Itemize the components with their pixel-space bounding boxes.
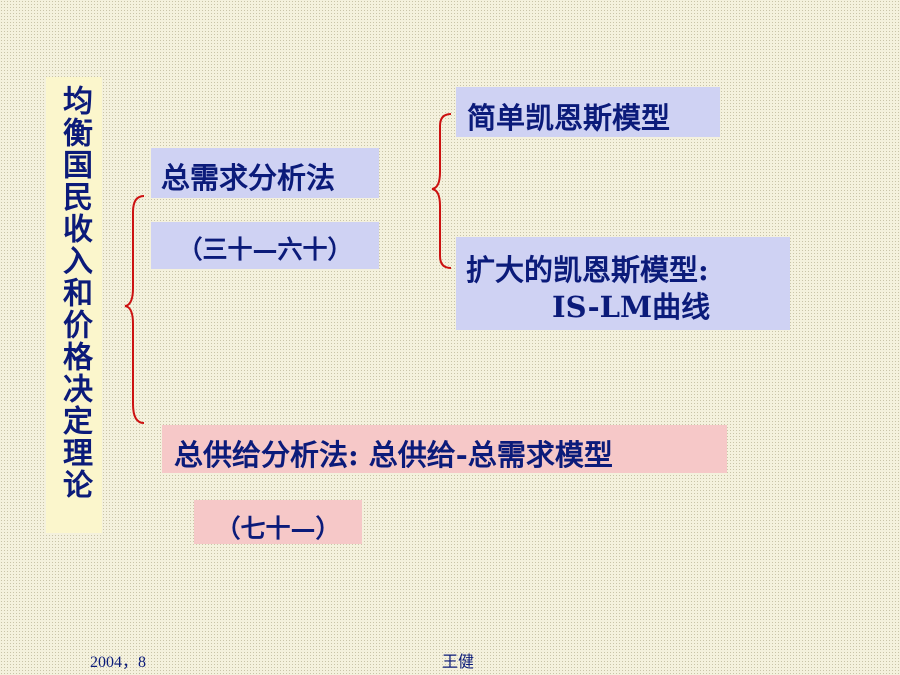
demand-chapters-label: （三十—六十） xyxy=(151,222,379,269)
footer-date: 2004，8 xyxy=(90,654,147,671)
footer-author: 王健 xyxy=(442,654,475,671)
vertical-title-box: 均衡国民收入和价格决定理论 xyxy=(46,77,102,533)
extended-model-line2: IS-LM曲线 xyxy=(552,290,711,324)
extended-model-line1: 扩大的凯恩斯模型: xyxy=(466,253,709,287)
vertical-title: 均衡国民收入和价格决定理论 xyxy=(57,85,92,501)
supply-chapters-label: （七十—） xyxy=(194,500,362,544)
demand-analysis-label: 总需求分析法 xyxy=(151,148,379,198)
supply-analysis-label: 总供给分析法: 总供给-总需求模型 xyxy=(162,425,727,473)
extended-keynes-model-label: 扩大的凯恩斯模型: IS-LM曲线 xyxy=(456,237,790,330)
simple-keynes-model-label: 简单凯恩斯模型 xyxy=(456,87,720,137)
small-right-brace xyxy=(431,113,452,269)
large-left-brace xyxy=(124,195,145,424)
